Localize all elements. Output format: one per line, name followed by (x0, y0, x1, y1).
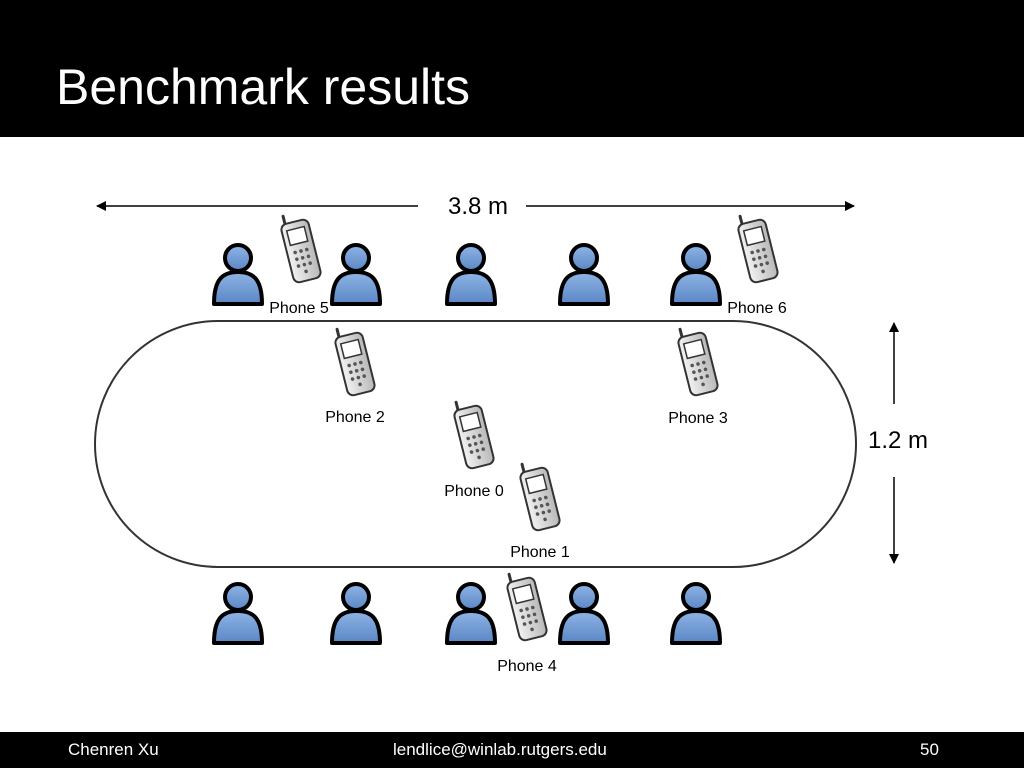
person-bottom-4 (558, 582, 610, 645)
person-bottom-3 (445, 582, 497, 645)
phone-5-icon (280, 214, 322, 284)
person-top-1 (212, 243, 264, 306)
phone-4-label: Phone 4 (497, 658, 557, 675)
footer-author: Chenren Xu (68, 740, 159, 759)
phone-1-label: Phone 1 (510, 544, 570, 561)
person-top-5 (670, 243, 722, 306)
phone-1-icon (519, 462, 561, 532)
title-bar (0, 0, 1024, 137)
phone-2-label: Phone 2 (325, 409, 385, 426)
phone-2-icon (334, 327, 376, 397)
footer-bar (0, 732, 1024, 768)
person-top-3 (445, 243, 497, 306)
person-top-2 (330, 243, 382, 306)
width-label: 3.8 m (448, 193, 508, 220)
person-bottom-5 (670, 582, 722, 645)
height-label: 1.2 m (868, 427, 928, 454)
phone-0-label: Phone 0 (444, 483, 504, 500)
person-bottom-2 (330, 582, 382, 645)
person-bottom-1 (212, 582, 264, 645)
height-dimension: 1.2 m (868, 322, 928, 564)
phone-0-icon (453, 400, 495, 470)
footer-email: lendlice@winlab.rutgers.edu (393, 740, 607, 759)
seating-diagram: 3.8 m 1.2 m (94, 193, 928, 675)
person-top-4 (558, 243, 610, 306)
phone-4-icon (506, 572, 548, 642)
phone-5-label: Phone 5 (269, 300, 329, 317)
slide-title: Benchmark results (56, 59, 471, 115)
slide-number: 50 (920, 740, 939, 759)
phone-6-icon (737, 214, 779, 284)
phone-3-icon (677, 327, 719, 397)
phone-6-label: Phone 6 (727, 300, 787, 317)
phone-3-label: Phone 3 (668, 410, 728, 427)
width-dimension: 3.8 m (96, 193, 855, 220)
